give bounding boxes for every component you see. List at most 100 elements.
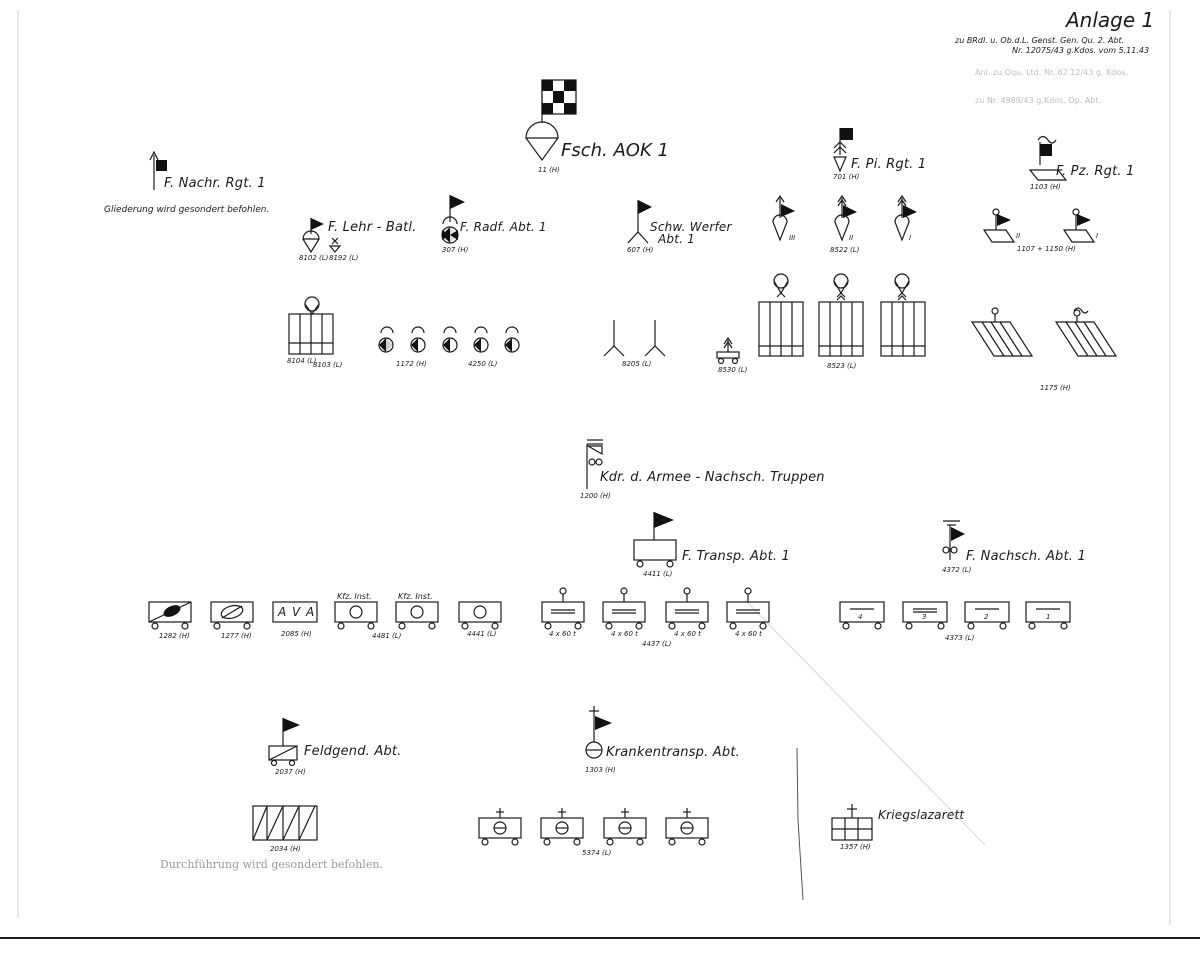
pz-number: 1103 (H) <box>1030 183 1061 191</box>
pi-number: 701 (H) <box>833 173 860 181</box>
nachsch-col-4: 4 <box>858 613 863 621</box>
crease-line <box>744 599 986 846</box>
lehr-number-b: 8192 (L) <box>329 254 359 262</box>
kdr-number: 1200 (H) <box>580 492 611 500</box>
vehicle-2-number: 1277 (H) <box>221 632 252 640</box>
transp-cap-3: 4 x 60 t <box>674 630 701 638</box>
pz-symbol <box>1028 135 1068 181</box>
kranken-symbol <box>585 706 612 759</box>
lehr-comp-number-b: 8103 (L) <box>313 361 343 369</box>
header-stamp-2: zu Nr. 4989/43 g.Kdos. Op. Abt. <box>975 96 1101 105</box>
werfer-symbol <box>627 200 652 244</box>
pz-bat-2-label: II <box>1016 232 1021 240</box>
feldgend-vehicle-number: 2034 (H) <box>270 845 301 853</box>
pi-bat-symbols <box>772 194 917 242</box>
kfz-number: 4481 (L) <box>372 632 402 640</box>
transp-columns-number: 4437 (L) <box>642 640 672 648</box>
pi-label: F. Pi. Rgt. 1 <box>851 157 927 172</box>
kranken-vehicles <box>478 808 709 846</box>
werfer-label-2: Abt. 1 <box>658 232 695 246</box>
header-stamp-1: Anl. zu Oqu. Ltd. Nr. 62 12/43 g. Kdos. <box>975 68 1128 77</box>
pz-companies <box>970 307 1118 357</box>
vehicle-kfz-2 <box>395 601 439 630</box>
radf-companies <box>378 326 520 353</box>
vehicle-1-number: 1282 (H) <box>159 632 190 640</box>
kranken-number: 1303 (H) <box>585 766 616 774</box>
ava-text: A V A <box>278 605 316 619</box>
feldgend-vehicle <box>252 805 318 841</box>
nachsch-columns <box>839 601 1071 630</box>
vehicle-ava <box>272 601 318 623</box>
radf-symbol <box>441 195 465 244</box>
nachsch-col-3: 3 <box>922 613 927 621</box>
aok-label: Fsch. AOK 1 <box>561 140 669 161</box>
vehicle-2 <box>210 601 254 630</box>
nachsch-col-1: 1 <box>1046 613 1051 621</box>
nachsch-label: F. Nachsch. Abt. 1 <box>966 549 1086 564</box>
feldgend-label: Feldgend. Abt. <box>304 744 402 759</box>
transp-cap-1: 4 x 60 t <box>549 630 576 638</box>
kranken-vehicles-number: 5374 (L) <box>582 849 612 857</box>
pi-small-number: 8530 (L) <box>718 366 748 374</box>
kfz-label-2: Kfz. Inst. <box>398 592 433 601</box>
header-ref-line-2: Nr. 12075/43 g.Kdos. vom 5.11.43 <box>1012 46 1150 55</box>
transp-number: 4411 (L) <box>643 570 673 578</box>
transp-label: F. Transp. Abt. 1 <box>682 549 791 564</box>
nachr-symbol <box>149 150 167 190</box>
nachsch-number: 4372 (L) <box>942 566 972 574</box>
nachr-label: F. Nachr. Rgt. 1 <box>164 176 266 191</box>
radf-label: F. Radf. Abt. 1 <box>460 220 547 234</box>
pi-small-vehicle <box>716 336 740 365</box>
transp-columns <box>541 587 770 630</box>
vehicle-1 <box>148 601 192 630</box>
header-ref-line-1: zu BRdl. u. Ob.d.L. Genst. Gen. Qu. 2. A… <box>955 36 1125 45</box>
feldgend-note: Durchführung wird gesondert befohlen. <box>160 858 383 871</box>
ava-number: 2085 (H) <box>281 630 312 638</box>
werfer-number: 607 (H) <box>627 246 654 254</box>
lehr-companies <box>288 296 334 355</box>
lazarett-symbol <box>831 804 873 841</box>
pz-bat-1-label: I <box>1096 232 1099 240</box>
pi-bat-2-label: II <box>849 234 854 242</box>
nachsch-columns-number: 4373 (L) <box>945 634 975 642</box>
feldgend-number: 2037 (H) <box>275 768 306 776</box>
transp-cap-4: 4 x 60 t <box>735 630 762 638</box>
radf-comp-number-b: 4250 (L) <box>468 360 498 368</box>
pi-bat-1-label: I <box>909 234 912 242</box>
kfz-label-1: Kfz. Inst. <box>337 592 372 601</box>
pi-comp-number: 8523 (L) <box>827 362 857 370</box>
werfer-label-1: Schw. Werfer <box>650 220 732 234</box>
header-title: Anlage 1 <box>1066 8 1155 32</box>
transp-symbol <box>633 512 677 568</box>
lehr-number-a: 8102 (L) <box>299 254 329 262</box>
lazarett-number: 1357 (H) <box>840 843 871 851</box>
aok-symbol <box>525 79 577 162</box>
pz-label: F. Pz. Rgt. 1 <box>1056 164 1135 179</box>
vehicle-6-number: 4441 (L) <box>467 630 497 638</box>
pi-symbol <box>833 128 853 173</box>
kdr-symbol <box>585 439 603 489</box>
pi-companies <box>758 273 926 357</box>
pz-bat-symbols <box>982 208 1096 243</box>
kranken-label: Krankentransp. Abt. <box>606 745 740 760</box>
lehr-symbol <box>302 218 342 254</box>
vehicle-kfz-1 <box>334 601 378 630</box>
nachsch-col-2: 2 <box>984 613 989 621</box>
nachr-note: Gliederung wird gesondert befohlen. <box>104 205 270 215</box>
werfer-batteries <box>603 320 666 357</box>
radf-comp-number-a: 1172 (H) <box>396 360 427 368</box>
radf-number: 307 (H) <box>442 246 469 254</box>
werfer-bat-number: 8205 (L) <box>622 360 652 368</box>
aok-number: 11 (H) <box>538 166 560 174</box>
pi-bat-number: 8522 (L) <box>830 246 860 254</box>
lehr-comp-number-a: 8104 (L) <box>287 357 317 365</box>
pz-bat-number: 1107 + 1150 (H) <box>1017 245 1076 253</box>
feldgend-symbol <box>268 718 300 767</box>
kdr-label: Kdr. d. Armee - Nachsch. Truppen <box>600 470 825 485</box>
lehr-label: F. Lehr - Batl. <box>328 220 417 235</box>
pz-comp-number: 1175 (H) <box>1040 384 1071 392</box>
nachsch-symbol <box>942 520 965 560</box>
pi-bat-3-label: III <box>789 234 796 242</box>
tear-line <box>796 747 804 901</box>
transp-cap-2: 4 x 60 t <box>611 630 638 638</box>
